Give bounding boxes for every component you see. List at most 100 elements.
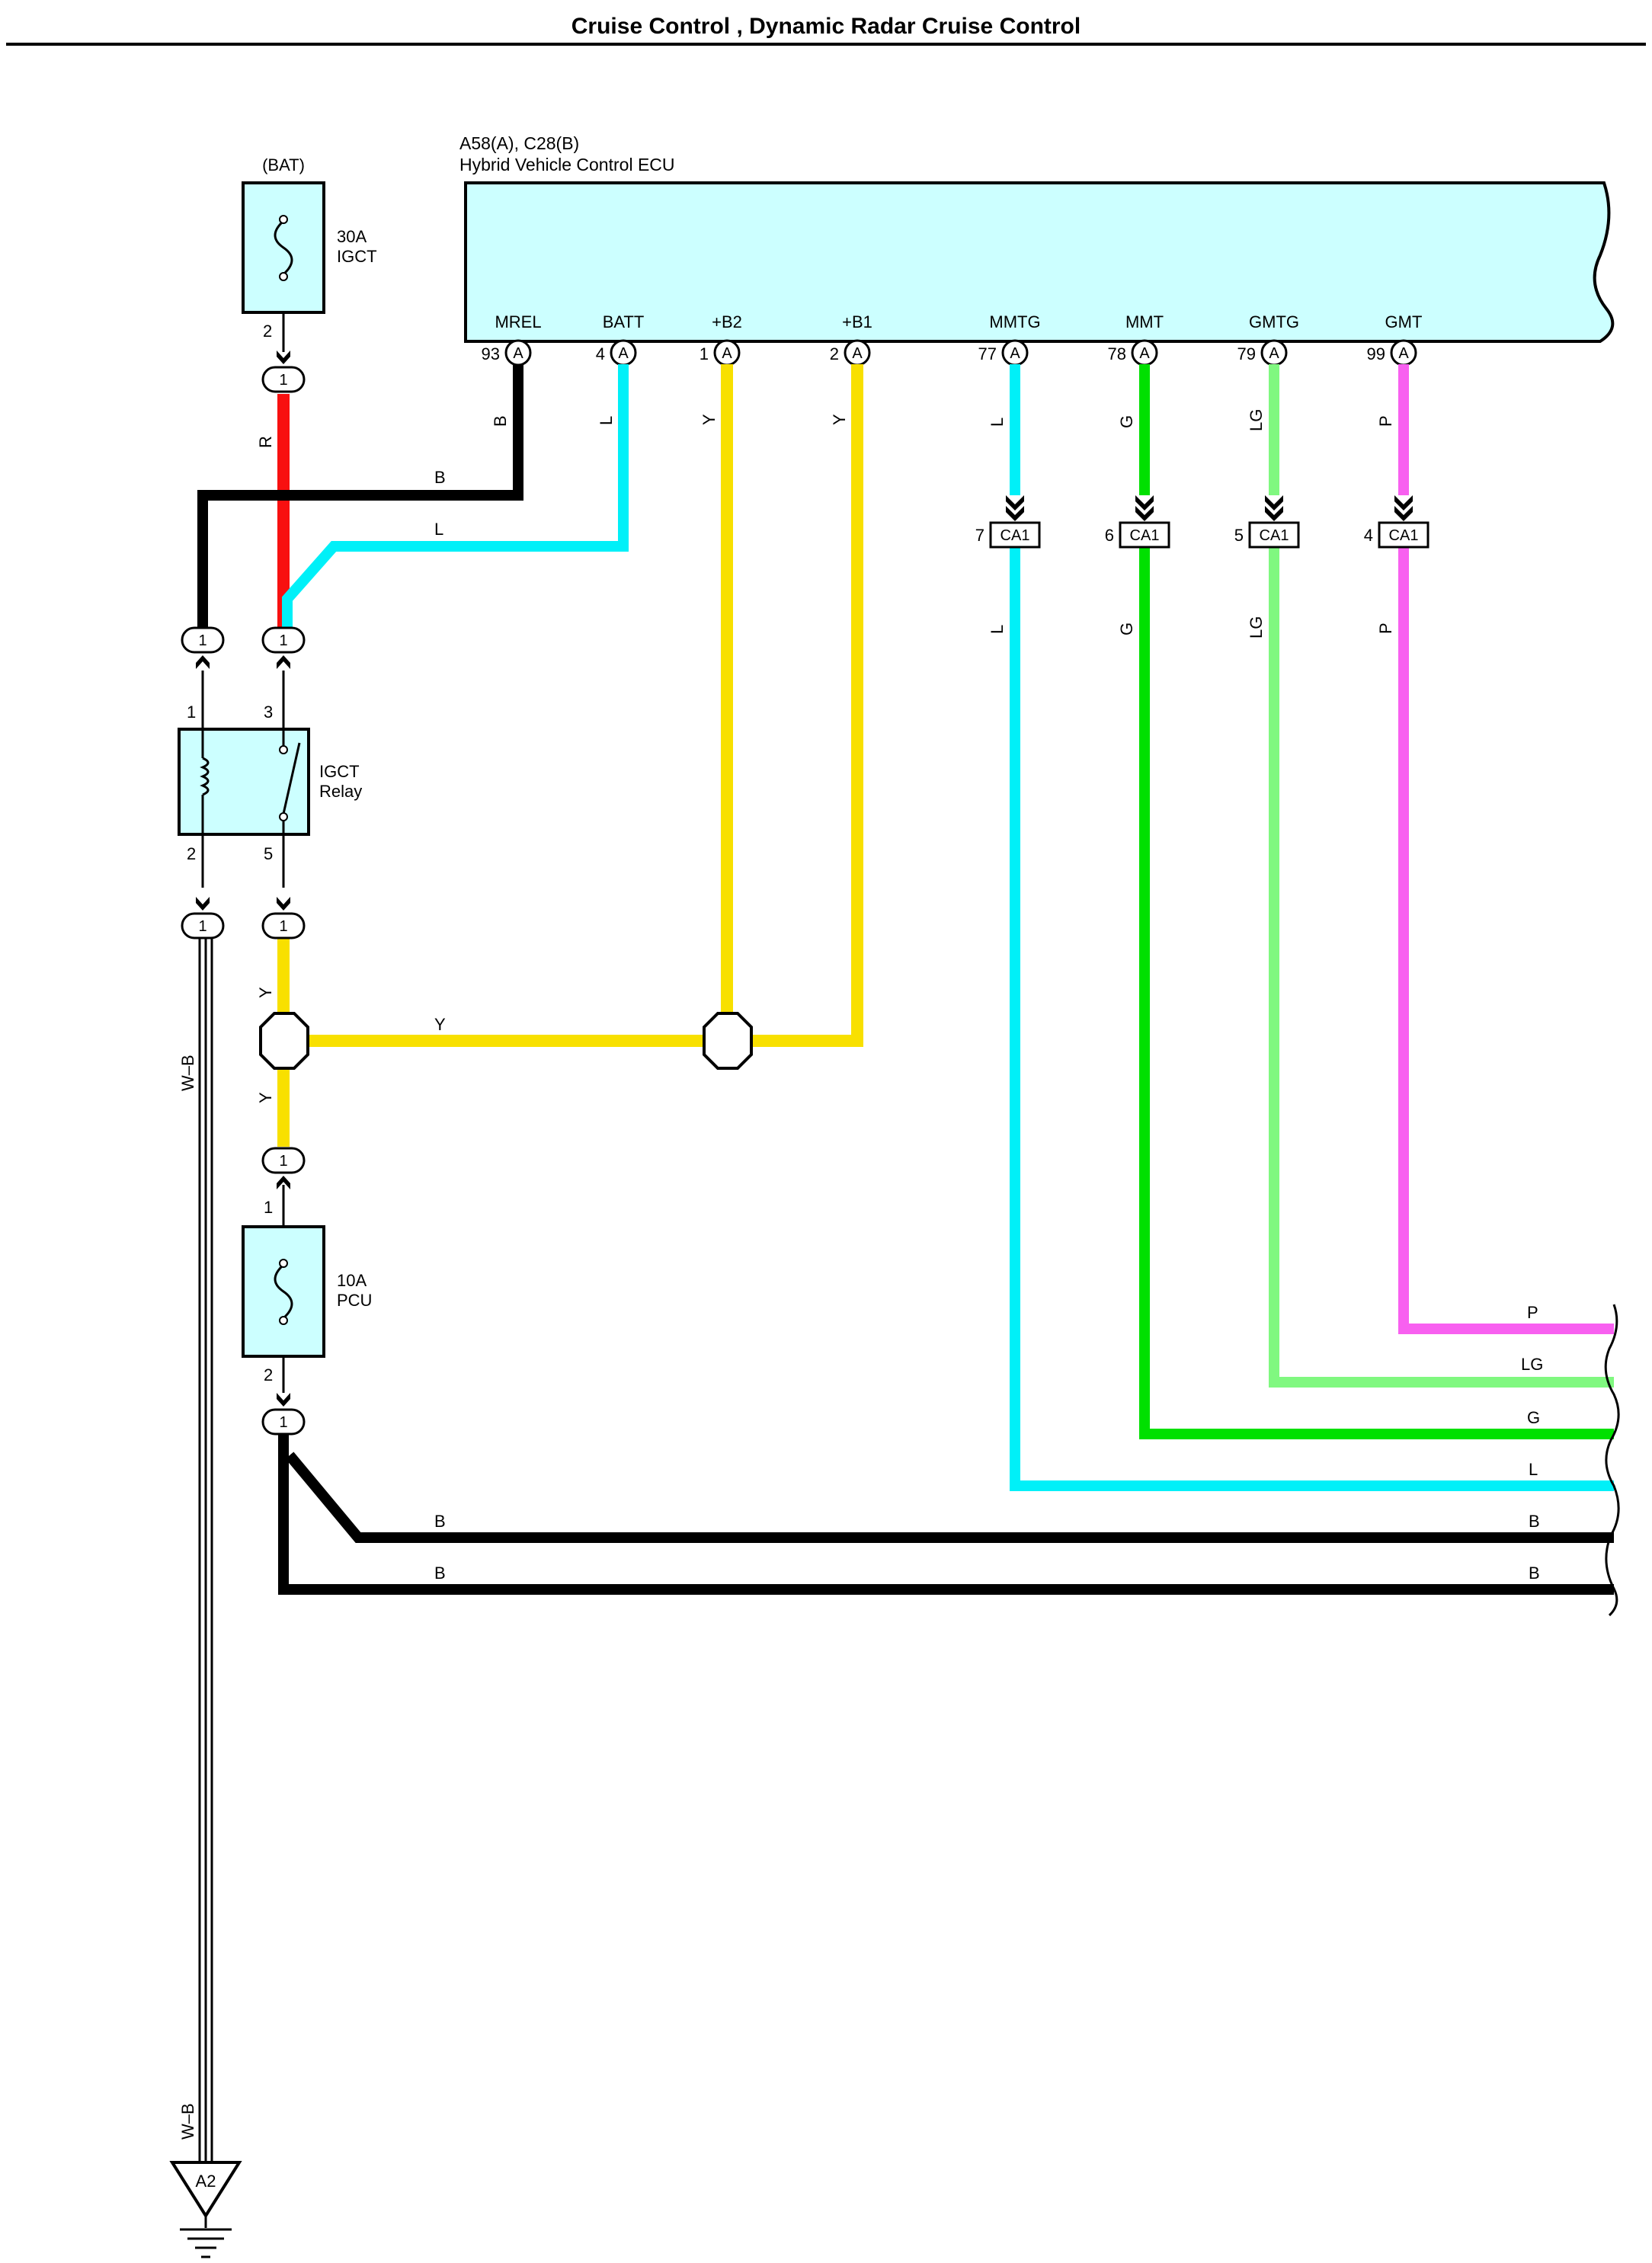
ecu-terminal-pin: 93 xyxy=(482,344,500,363)
ecu-connector-letter: A xyxy=(852,345,863,362)
ca1-box xyxy=(989,521,1041,549)
ground-triangle xyxy=(169,2161,242,2219)
junction-pin: 1 xyxy=(279,1153,287,1170)
page-title: Cruise Control , Dynamic Radar Cruise Co… xyxy=(571,14,1081,39)
ecu-terminal-name: +B2 xyxy=(712,312,742,331)
fuse-igct: (BAT) 30A IGCT 2 xyxy=(242,155,377,341)
wire-label-b-upper-left: B xyxy=(434,1512,446,1531)
ecu-terminal-name: GMTG xyxy=(1249,312,1299,331)
fuse-pcu: 10A PCU 1 2 xyxy=(242,1198,372,1384)
junction-connector: 1 xyxy=(261,350,306,393)
wire-l-mmtg-2 xyxy=(1010,547,1614,1491)
wire-label-g-mmt-2: G xyxy=(1117,623,1136,635)
ecu-body xyxy=(464,181,1615,343)
ecu-terminal-name: GMT xyxy=(1385,312,1423,331)
wire-labels: R B B L L Y Y Y Y Y L L G G LG LG P P P … xyxy=(178,409,1543,2140)
wire-label-y-b2: Y xyxy=(700,414,719,425)
ca1-id: CA1 xyxy=(1260,527,1289,544)
wire-lg-gmtg-2 xyxy=(1269,547,1614,1388)
wire-label-wb-lower: W–B xyxy=(178,2103,197,2140)
junction-connector: 1 xyxy=(181,897,225,939)
ecu-terminal-name: BATT xyxy=(603,312,645,331)
wire-label-y-b1: Y xyxy=(830,414,849,425)
ecu-connector-letter: A xyxy=(513,345,523,362)
wire-label-y-bus: Y xyxy=(434,1015,446,1034)
relay-coil-icon xyxy=(200,757,210,796)
ecu-terminal-name: +B1 xyxy=(842,312,872,331)
wire-label-l-mmtg-2: L xyxy=(988,625,1007,634)
wire-label-l-batt-v: L xyxy=(597,416,616,425)
fuse-symbol-icon xyxy=(274,219,293,276)
chevron-down-icon xyxy=(1135,495,1154,511)
splice-point-left xyxy=(259,1012,309,1070)
chevron-down-icon xyxy=(1006,506,1024,521)
ecu-connector-letter: A xyxy=(722,345,732,362)
chevron-down-icon xyxy=(277,350,290,364)
wire-label-b-mrel-h: B xyxy=(434,468,446,487)
relay-switch-icon xyxy=(282,742,301,815)
relay-name-1: IGCT xyxy=(319,762,360,781)
ecu-connector-letter: A xyxy=(618,345,629,362)
wire-y-b1 xyxy=(750,364,863,1047)
splice-point-right xyxy=(703,1012,753,1070)
wire-label-p-right: P xyxy=(1527,1303,1538,1322)
ecu-terminal-name: MREL xyxy=(495,312,541,331)
ca1-pin: 7 xyxy=(975,526,984,545)
relay-pin-5: 5 xyxy=(264,844,273,863)
relay-name-2: Relay xyxy=(319,782,362,801)
wire-label-l-right: L xyxy=(1529,1460,1538,1479)
junction-pin: 1 xyxy=(279,1414,287,1431)
chevron-up-icon xyxy=(196,655,210,669)
wire-label-lg-right: LG xyxy=(1521,1355,1543,1374)
ecu-terminal-pin: 79 xyxy=(1237,344,1256,363)
ca1-box xyxy=(1119,521,1170,549)
wire-g-mmt-2 xyxy=(1139,547,1614,1439)
wire-l-batt xyxy=(282,364,629,629)
ecu-connector-letter: A xyxy=(1269,345,1279,362)
junction-connector: 1 xyxy=(261,1393,306,1436)
wire-label-p-gmt-2: P xyxy=(1376,623,1395,634)
ca1-box xyxy=(1378,521,1429,549)
ecu-terminal-pin: 77 xyxy=(978,344,997,363)
ground-icon xyxy=(180,2228,232,2258)
fuse-igct-pin: 2 xyxy=(263,322,272,341)
relay-box xyxy=(178,728,310,836)
wire-label-lg-gmtg-2: LG xyxy=(1247,616,1266,639)
chevron-up-icon xyxy=(277,655,290,669)
chevron-down-icon xyxy=(1394,506,1413,521)
junction-connector: 1 xyxy=(261,897,306,939)
fuse-igct-rating: 30A xyxy=(337,227,367,246)
fuse-pcu-pin-in: 1 xyxy=(264,1198,273,1217)
ecu-terminal-name: MMT xyxy=(1125,312,1164,331)
ecu-terminal-pin: 99 xyxy=(1367,344,1385,363)
continuation-break xyxy=(1604,1304,1620,1617)
ecu-terminal-pin: 78 xyxy=(1108,344,1126,363)
ecu-connector-ids: A58(A), C28(B) xyxy=(459,133,579,153)
junction-pin: 1 xyxy=(198,632,206,649)
wire-label-y-relay5: Y xyxy=(256,987,275,998)
wire-label-b-lower-right: B xyxy=(1529,1564,1540,1583)
igct-relay: IGCT Relay 1 3 2 5 xyxy=(178,703,362,863)
ground-id: A2 xyxy=(196,2172,216,2191)
ecu-connector-letter: A xyxy=(1010,345,1020,362)
ground-a2: A2 xyxy=(169,2161,242,2258)
wire-label-b-upper-right: B xyxy=(1529,1512,1540,1531)
fuse-igct-source: (BAT) xyxy=(262,155,305,174)
relay-pin-2: 2 xyxy=(187,844,196,863)
wire-b-pcu-1 xyxy=(278,1432,1614,1595)
fuse-pcu-pin-out: 2 xyxy=(264,1365,273,1384)
wire-label-wb-upper: W–B xyxy=(178,1055,197,1091)
ecu-connector-letter: A xyxy=(1139,345,1150,362)
wire-label-y-pcu: Y xyxy=(256,1092,275,1103)
junction-connector: 1 xyxy=(261,626,306,669)
ecu-terminal-pin: 4 xyxy=(596,344,605,363)
wire-label-b-lower-left: B xyxy=(434,1564,446,1583)
junction-pin: 1 xyxy=(198,918,206,935)
title-block: Cruise Control , Dynamic Radar Cruise Co… xyxy=(6,14,1646,46)
